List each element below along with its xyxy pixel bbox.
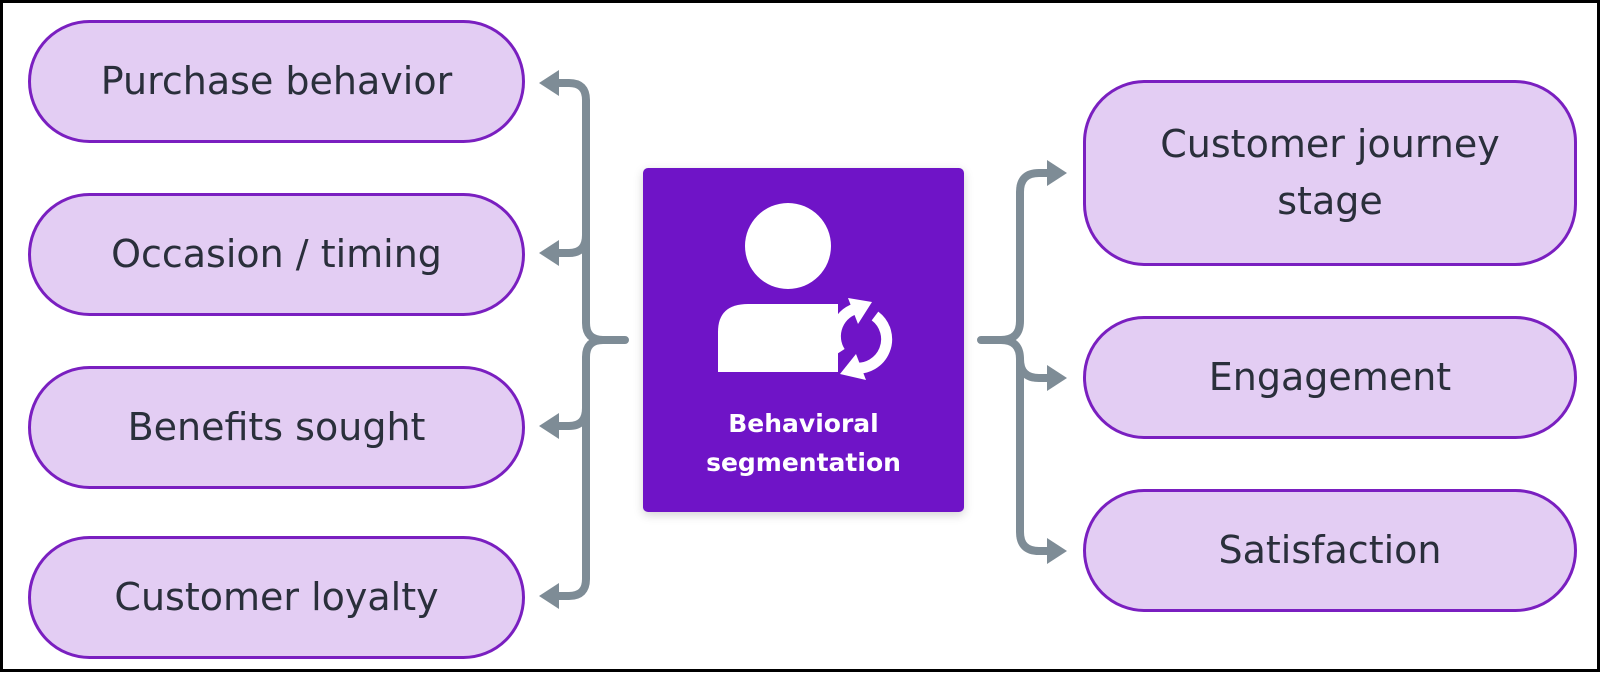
node-label-line2: stage: [1277, 179, 1383, 223]
arrowhead-left-3: [539, 413, 559, 439]
left-branch-2: [547, 231, 590, 257]
arrowhead-right-1: [1047, 160, 1067, 186]
connector-lines: [539, 70, 1067, 609]
user-sync-icon: [718, 203, 893, 380]
arrowhead-left-1: [539, 70, 559, 96]
node-label: Engagement: [1208, 355, 1452, 399]
node-engagement: Engagement: [1083, 316, 1577, 439]
arrowhead-left-4: [539, 583, 559, 609]
right-spine-lower: [997, 336, 1057, 555]
arrowhead-right-2: [1047, 365, 1067, 391]
right-trunk: [977, 169, 1057, 344]
node-label: Customer loyalty: [114, 575, 439, 619]
node-customer-journey-stage: Customer journey stage: [1083, 80, 1577, 266]
node-customer-loyalty: Customer loyalty: [28, 536, 525, 659]
center-node-behavioral-segmentation: Behavioral segmentation: [643, 168, 964, 512]
node-satisfaction: Satisfaction: [1083, 489, 1577, 612]
node-purchase-behavior: Purchase behavior: [28, 20, 525, 143]
node-label: Benefits sought: [127, 405, 426, 449]
arrowhead-left-2: [539, 240, 559, 266]
right-branch-2: [1016, 355, 1057, 382]
node-label: Satisfaction: [1218, 528, 1442, 572]
left-branch-3: [547, 404, 590, 430]
center-label-line1: Behavioral: [728, 409, 879, 438]
arrowhead-right-3: [1047, 538, 1067, 564]
node-label: Occasion / timing: [111, 232, 442, 276]
center-label-line2: segmentation: [706, 447, 901, 477]
node-occasion-timing: Occasion / timing: [28, 193, 525, 316]
center-label: Behavioral segmentation: [643, 405, 964, 483]
node-benefits-sought: Benefits sought: [28, 366, 525, 489]
left-spine-lower: [547, 336, 607, 600]
node-label-line1: Customer journey: [1160, 122, 1500, 166]
node-label: Purchase behavior: [100, 59, 453, 103]
left-trunk: [547, 79, 629, 344]
